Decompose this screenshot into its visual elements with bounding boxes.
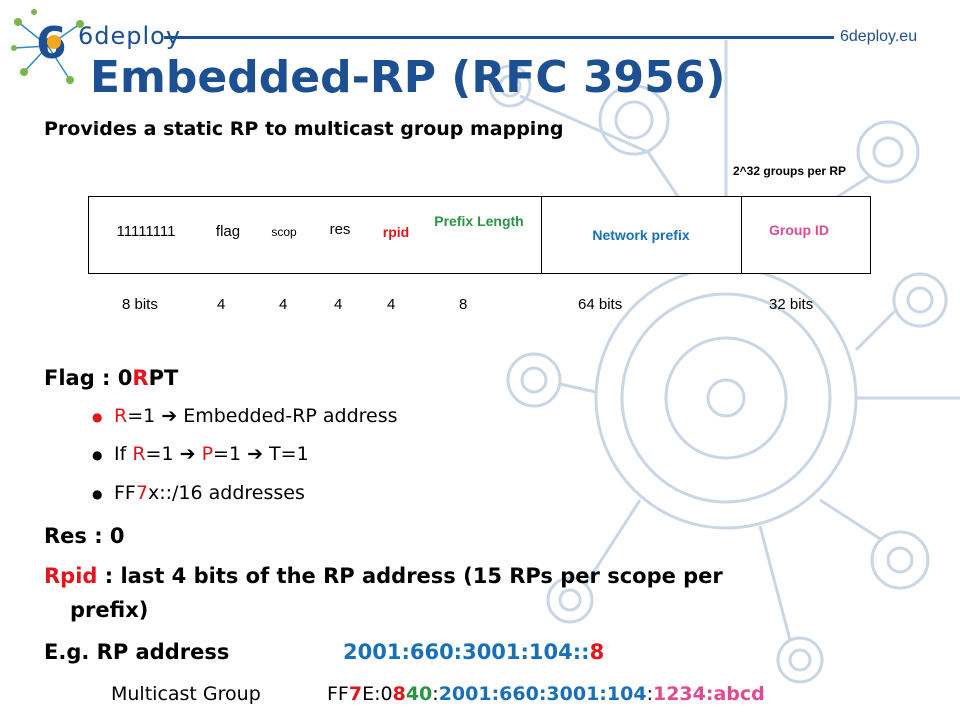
rp-address-value: 2001:660:3001:104::8 <box>343 640 605 664</box>
bullet-dot-icon: ● <box>92 409 103 424</box>
res-line: Res : 0 <box>44 524 125 548</box>
field-bits: 4 <box>387 296 396 313</box>
address-format-box <box>88 196 871 274</box>
flag-heading: Flag : 0RPT <box>44 366 179 390</box>
field-label-prefix: 11111111 <box>116 223 176 240</box>
field-divider <box>541 196 542 274</box>
list-item: ●FF7x::/16 addresses <box>92 482 305 504</box>
field-label-res: res <box>329 221 351 238</box>
field-bits: 32 bits <box>769 296 814 313</box>
subtitle: Provides a static RP to multicast group … <box>44 118 564 140</box>
page-title: Embedded-RP (RFC 3956) <box>90 52 726 103</box>
field-bits: 64 bits <box>578 296 623 313</box>
field-divider <box>741 196 742 274</box>
field-bits: 4 <box>334 296 343 313</box>
field-label-network-prefix: Network prefix <box>592 227 690 243</box>
field-label-flag: flag <box>215 223 241 240</box>
multicast-group-value: FF7E:0840:2001:660:3001:104:1234:abcd <box>327 683 765 705</box>
multicast-group-label: Multicast Group <box>111 683 261 705</box>
list-item: ●R=1 ➔ Embedded-RP address <box>92 405 398 427</box>
rpid-line-continuation: prefix) <box>70 598 149 622</box>
field-bits: 4 <box>217 296 226 313</box>
field-bits: 4 <box>279 296 288 313</box>
field-bits: 8 bits <box>122 296 158 313</box>
rpid-line: Rpid : last 4 bits of the RP address (15… <box>44 564 723 588</box>
6deploy-logo-icon: 6 <box>11 9 84 84</box>
website-label: 6deploy.eu <box>840 28 918 45</box>
bullet-dot-icon: ● <box>92 447 103 462</box>
field-label-scop: scop <box>271 225 297 239</box>
header-rule <box>164 36 834 39</box>
example-label: E.g. RP address <box>44 640 230 664</box>
field-label-prefix-length: Prefix Length <box>434 213 524 229</box>
field-label-group-id: Group ID <box>769 222 829 238</box>
groups-note: 2^32 groups per RP <box>733 164 847 178</box>
bullet-dot-icon: ● <box>92 486 103 501</box>
field-bits: 8 <box>459 296 468 313</box>
list-item: ●If R=1 ➔ P=1 ➔ T=1 <box>92 443 309 465</box>
field-label-rpid: rpid <box>382 224 410 240</box>
logo-text: 6deploy <box>78 22 182 50</box>
